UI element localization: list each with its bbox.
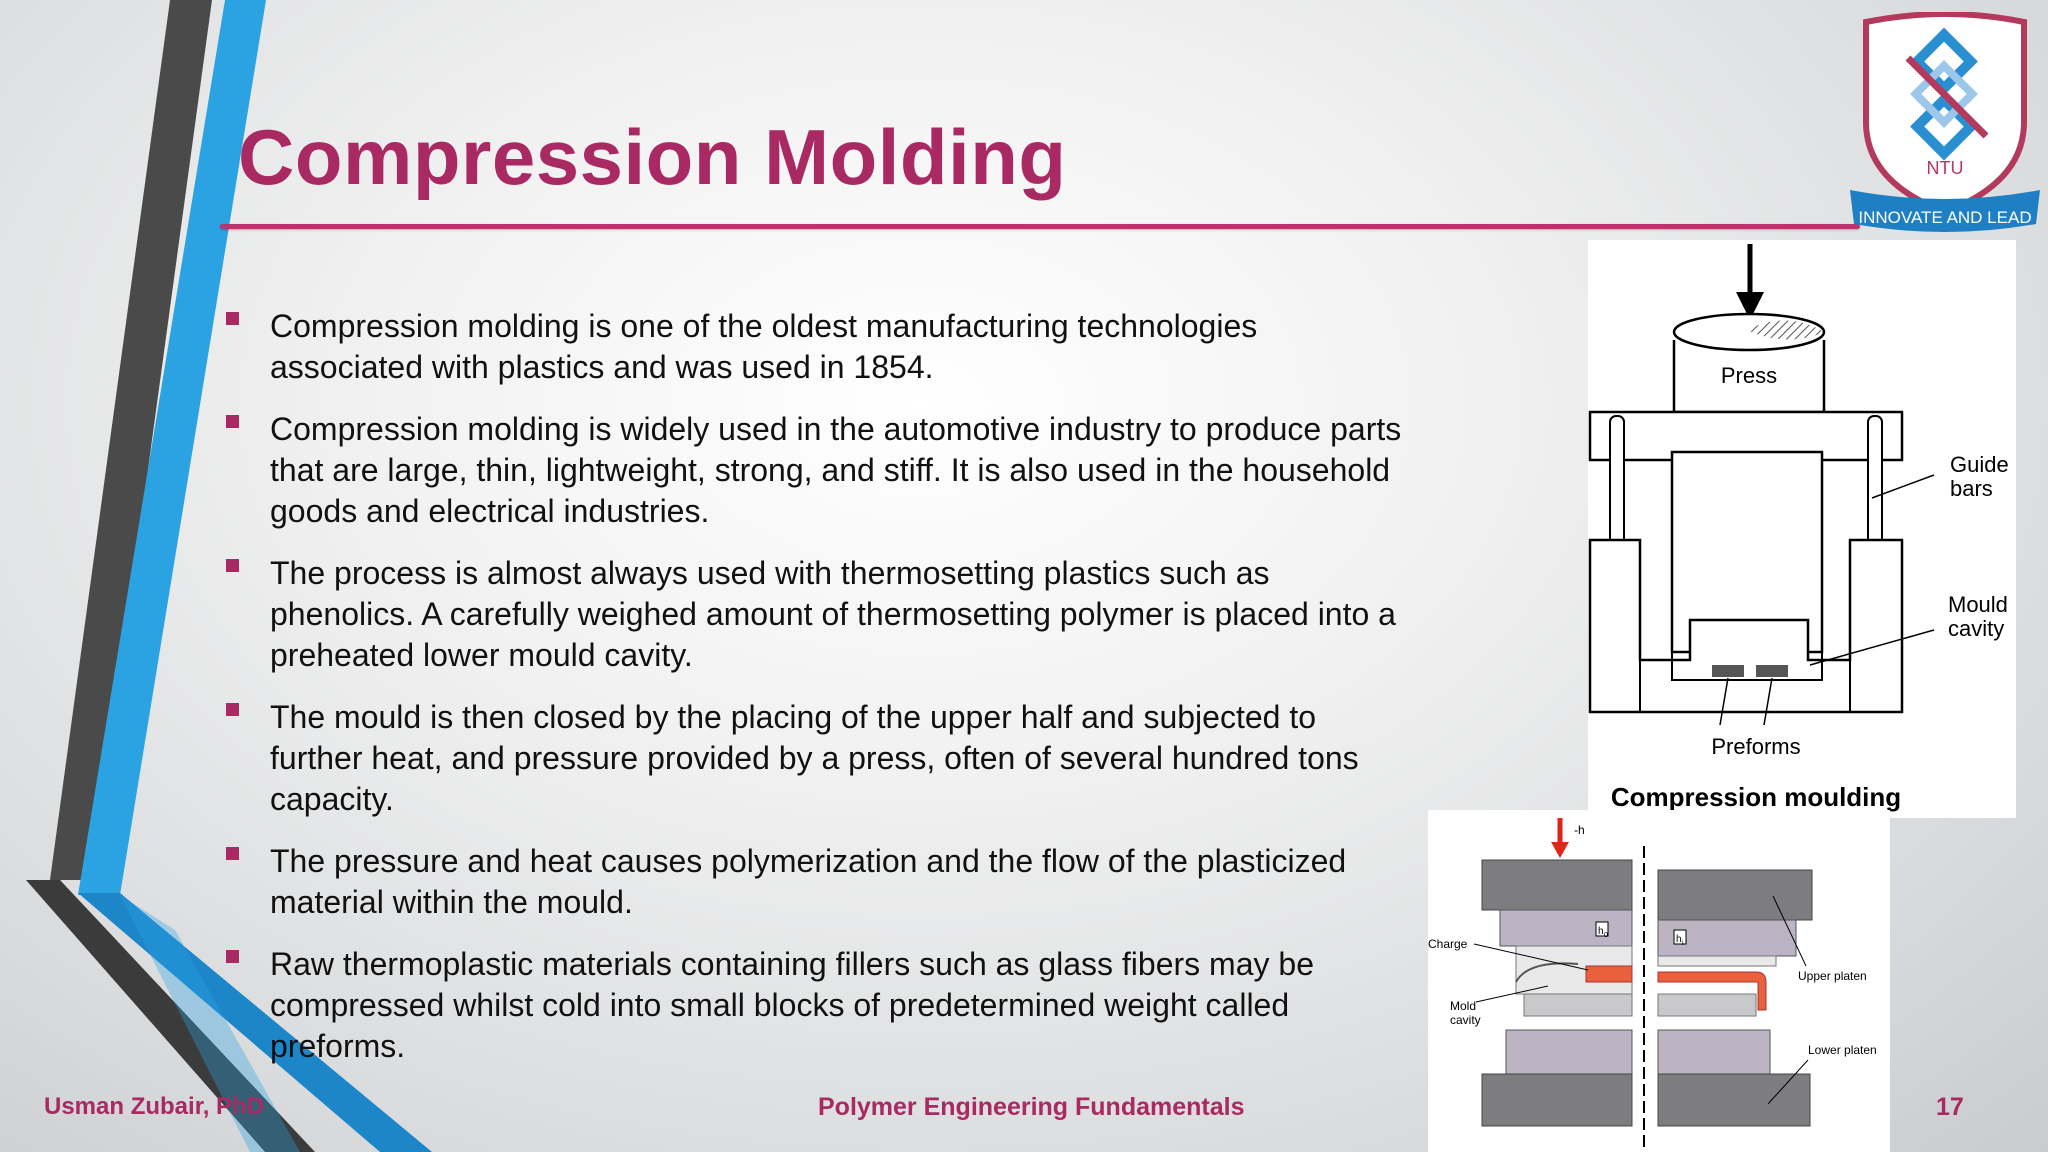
upper-platen-label: Upper platen [1798, 969, 1867, 983]
h1-label: h [1676, 934, 1682, 945]
bullet-list: Compression molding is one of the oldest… [226, 306, 1406, 1088]
bullet-text: The pressure and heat causes polymerizat… [270, 843, 1347, 920]
bullet-text: Compression molding is one of the oldest… [270, 308, 1258, 385]
footer-author: Usman Zubair, PhD [44, 1093, 265, 1120]
bullet-marker [226, 559, 239, 572]
mould-cavity-label: Mould [1948, 592, 2008, 617]
university-logo: NTU INNOVATE AND LEAD [1850, 12, 2040, 232]
force-label: -h [1574, 823, 1585, 837]
bullet-text: Compression molding is widely used in th… [270, 411, 1402, 529]
preforms-label: Preforms [1711, 734, 1800, 759]
bullet-text: Raw thermoplastic materials containing f… [270, 946, 1314, 1064]
bullet-marker [226, 950, 239, 963]
compression-moulding-diagram: Press Guide bars Mould cavity Preforms C… [1588, 240, 2016, 818]
mold-cavity-label: Mold [1450, 999, 1476, 1013]
footer-course-title: Polymer Engineering Fundamentals [818, 1093, 1245, 1121]
logo-initials: NTU [1927, 158, 1964, 178]
bullet-item: Compression molding is one of the oldest… [226, 306, 1406, 388]
h1-sub: i [1682, 940, 1684, 947]
guide-bars-label: Guide [1950, 452, 2009, 477]
bullet-item: The process is almost always used with t… [226, 553, 1406, 676]
charge-label: Charge [1428, 937, 1468, 951]
mould-cavity-label: cavity [1948, 616, 2004, 641]
page-number: 17 [1936, 1093, 1964, 1121]
guide-bars-label: bars [1950, 476, 1993, 501]
bullet-item: Compression molding is widely used in th… [226, 409, 1406, 532]
logo-motto: INNOVATE AND LEAD [1858, 208, 2031, 227]
bullet-marker [226, 312, 239, 325]
platen-schematic-diagram: -h h 0 h i Charge Mold cavity Upper plat… [1428, 810, 1890, 1152]
bullet-item: The mould is then closed by the placing … [226, 697, 1406, 820]
figure-caption: Compression moulding [1611, 782, 1901, 812]
mold-cavity-label: cavity [1450, 1013, 1481, 1027]
bullet-text: The mould is then closed by the placing … [270, 699, 1359, 817]
bullet-marker [226, 415, 239, 428]
lower-platen-label: Lower platen [1808, 1043, 1877, 1057]
title-divider [220, 224, 1860, 229]
h0-label: h [1598, 926, 1604, 937]
h0-sub: 0 [1604, 932, 1608, 939]
bullet-text: The process is almost always used with t… [270, 555, 1396, 673]
bullet-item: Raw thermoplastic materials containing f… [226, 944, 1406, 1067]
bullet-item: The pressure and heat causes polymerizat… [226, 841, 1406, 923]
bullet-marker [226, 703, 239, 716]
press-label: Press [1721, 363, 1777, 388]
slide-title: Compression Molding [238, 113, 1067, 201]
bullet-marker [226, 847, 239, 860]
